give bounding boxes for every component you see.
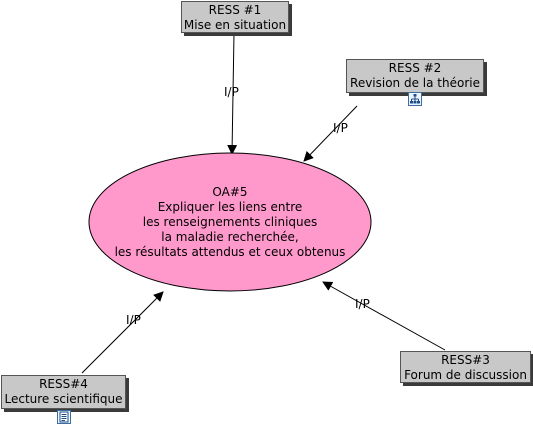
link-label-ress3: I/P (355, 297, 370, 311)
link-label-ress4: I/P (126, 313, 141, 327)
resource-subtitle: Mise en situation (183, 18, 287, 32)
concept-ellipse[interactable] (88, 152, 372, 292)
resource-subtitle: Forum de discussion (404, 368, 527, 382)
resource-node-ress3[interactable]: RESS#3 Forum de discussion (400, 351, 531, 383)
connector-ress1 (227, 32, 238, 155)
concept-line: OA#5 (212, 185, 248, 199)
link-label-ress2: I/P (333, 121, 348, 135)
concept-label: OA#5 Expliquer les liens entre les rense… (90, 185, 370, 260)
connector-ress2 (303, 105, 358, 162)
hierarchy-icon[interactable] (408, 92, 422, 106)
resource-title: RESS #2 (388, 61, 442, 75)
resource-subtitle: Lecture scientifique (4, 392, 123, 406)
resource-node-ress1[interactable]: RESS #1 Mise en situation (181, 1, 289, 33)
concept-line: la maladie recherchée, (161, 230, 299, 244)
connector-ress3 (322, 281, 446, 351)
resource-title: RESS#3 (441, 353, 490, 367)
resource-node-ress4[interactable]: RESS#4 Lecture scientifique (1, 375, 126, 409)
resource-node-ress2[interactable]: RESS #2 Revision de la théorie (346, 59, 484, 93)
concept-line: les résultats attendus et ceux obtenus (114, 245, 346, 259)
resource-title: RESS #1 (208, 3, 262, 17)
connector-ress4 (81, 291, 164, 374)
concept-line: Expliquer les liens entre (157, 200, 303, 214)
resource-subtitle: Revision de la théorie (350, 76, 480, 90)
resource-title: RESS#4 (39, 377, 88, 391)
document-icon[interactable] (57, 410, 71, 424)
link-label-ress1: I/P (224, 85, 239, 99)
concept-line: les renseignements cliniques (142, 215, 318, 229)
